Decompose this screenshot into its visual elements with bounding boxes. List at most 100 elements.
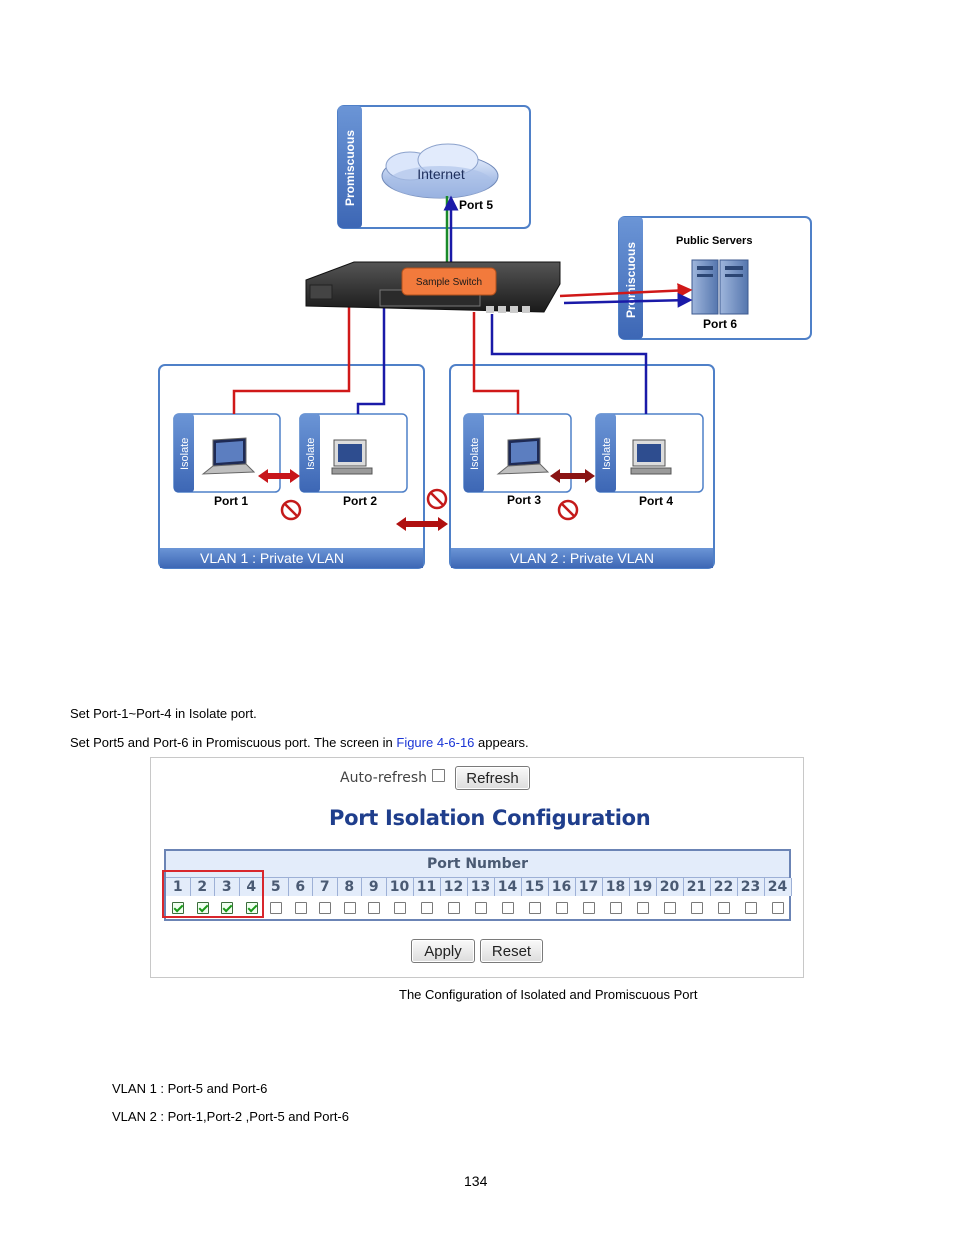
table-header: Port Number (166, 851, 789, 878)
desktop-pc-icon (331, 439, 373, 475)
isolate-label: Isolate (601, 438, 613, 470)
server-icon (691, 259, 749, 315)
port-23-checkbox[interactable] (745, 902, 757, 914)
page-number: 134 (464, 1173, 488, 1189)
port3-label: Port 3 (507, 493, 541, 507)
promiscuous-label: Promiscuous (343, 130, 357, 206)
private-vlan-diagram: Promiscuous Internet Port 5 Promiscuous … (158, 105, 812, 569)
apply-button[interactable]: Apply (411, 939, 475, 963)
port-number-9: 9 (362, 878, 387, 896)
laptop-icon (201, 437, 256, 475)
internet-promiscuous-panel: Promiscuous Internet Port 5 (337, 105, 531, 229)
internet-label: Internet (417, 166, 465, 182)
vlan2-panel: VLAN 2 : Private VLAN Isolate Isolate Po… (449, 364, 715, 569)
port-number-5: 5 (264, 878, 289, 896)
port-6-checkbox[interactable] (294, 902, 307, 914)
port-number-13: 13 (467, 878, 495, 896)
desktop-pc-icon (630, 439, 672, 475)
network-switch-icon (305, 261, 561, 313)
port-number-24: 24 (764, 878, 792, 896)
switch-label: Sample Switch (416, 277, 482, 288)
internet-cloud-icon (381, 143, 499, 199)
port-number-18: 18 (602, 878, 630, 896)
port-19-checkbox[interactable] (637, 902, 649, 914)
port-number-7: 7 (313, 878, 338, 896)
step2-text-start: Set Port5 and Port-6 in Promiscuous port… (70, 735, 397, 750)
bidirectional-arrow-icon (396, 517, 448, 531)
port-number-20: 20 (656, 878, 684, 896)
port-number-12: 12 (440, 878, 468, 896)
port1-label: Port 1 (214, 494, 248, 508)
isolate-label: Isolate (469, 438, 481, 470)
reset-button[interactable]: Reset (480, 939, 543, 963)
port-9-checkbox[interactable] (368, 902, 381, 914)
port-number-11: 11 (413, 878, 441, 896)
port-number-3: 3 (215, 878, 240, 896)
blocked-icon (426, 488, 448, 510)
servers-promiscuous-panel: Promiscuous Public Servers Port 6 (618, 216, 812, 340)
port-18-checkbox[interactable] (610, 902, 622, 914)
port-isolation-screenshot: Auto-refresh Refresh Port Isolation Conf… (150, 757, 804, 978)
auto-refresh-label: Auto-refresh (340, 770, 428, 786)
port-20-checkbox[interactable] (664, 902, 676, 914)
port-4-checkbox[interactable] (245, 902, 258, 914)
step1-text: Set Port-1~Port-4 in Isolate port. (70, 706, 257, 721)
public-servers-label: Public Servers (676, 235, 752, 247)
port-24-checkbox[interactable] (772, 902, 784, 914)
port-number-14: 14 (494, 878, 522, 896)
port-22-checkbox[interactable] (718, 902, 730, 914)
port-12-checkbox[interactable] (448, 902, 460, 914)
port-3-checkbox[interactable] (221, 902, 234, 914)
port-14-checkbox[interactable] (502, 902, 514, 914)
port-5-checkbox[interactable] (270, 902, 283, 914)
vlan1-label: VLAN 1 : Private VLAN (200, 550, 344, 566)
port-number-23: 23 (737, 878, 765, 896)
isolate-label: Isolate (179, 438, 191, 470)
port-13-checkbox[interactable] (475, 902, 487, 914)
port-11-checkbox[interactable] (421, 902, 433, 914)
port-number-1: 1 (166, 878, 191, 896)
port-number-17: 17 (575, 878, 603, 896)
port-1-checkbox[interactable] (172, 902, 185, 914)
port-number-2: 2 (190, 878, 215, 896)
port4-label: Port 4 (639, 494, 673, 508)
vlan2-members-text: VLAN 2 : Port-1,Port-2 ,Port-5 and Port-… (112, 1109, 349, 1124)
port-number-15: 15 (521, 878, 549, 896)
port-15-checkbox[interactable] (529, 902, 541, 914)
port-7-checkbox[interactable] (319, 902, 332, 914)
promiscuous-label: Promiscuous (624, 242, 638, 318)
vlan2-label: VLAN 2 : Private VLAN (510, 550, 654, 566)
vlan1-members-text: VLAN 1 : Port-5 and Port-6 (112, 1081, 268, 1096)
port-8-checkbox[interactable] (343, 902, 356, 914)
laptop-icon (496, 437, 550, 475)
port5-label: Port 5 (459, 198, 493, 212)
bidirectional-arrow-icon (550, 469, 595, 483)
step2-text: Set Port5 and Port-6 in Promiscuous port… (70, 735, 529, 750)
page-title: Port Isolation Configuration (329, 806, 651, 830)
port-number-4: 4 (239, 878, 264, 896)
figure-caption: The Configuration of Isolated and Promis… (399, 987, 698, 1002)
port-number-16: 16 (548, 878, 576, 896)
port-21-checkbox[interactable] (691, 902, 703, 914)
refresh-button[interactable]: Refresh (455, 766, 530, 790)
port-number-8: 8 (337, 878, 362, 896)
isolate-label: Isolate (305, 438, 317, 470)
port-number-22: 22 (710, 878, 738, 896)
port-number-10: 10 (386, 878, 414, 896)
port-number-19: 19 (629, 878, 657, 896)
blocked-icon (280, 499, 302, 521)
port-16-checkbox[interactable] (556, 902, 568, 914)
port-2-checkbox[interactable] (196, 902, 209, 914)
bidirectional-arrow-icon (258, 469, 300, 483)
auto-refresh-checkbox[interactable] (432, 769, 445, 782)
port-number-21: 21 (683, 878, 711, 896)
port-10-checkbox[interactable] (394, 902, 406, 914)
port-17-checkbox[interactable] (583, 902, 595, 914)
port2-label: Port 2 (343, 494, 377, 508)
vlan1-panel: VLAN 1 : Private VLAN Isolate Isolate Po… (158, 364, 425, 569)
figure-link[interactable]: Figure 4-6-16 (396, 735, 475, 750)
port6-label: Port 6 (703, 317, 737, 331)
blocked-icon (557, 499, 579, 521)
step2-text-end: appears. (474, 735, 529, 750)
